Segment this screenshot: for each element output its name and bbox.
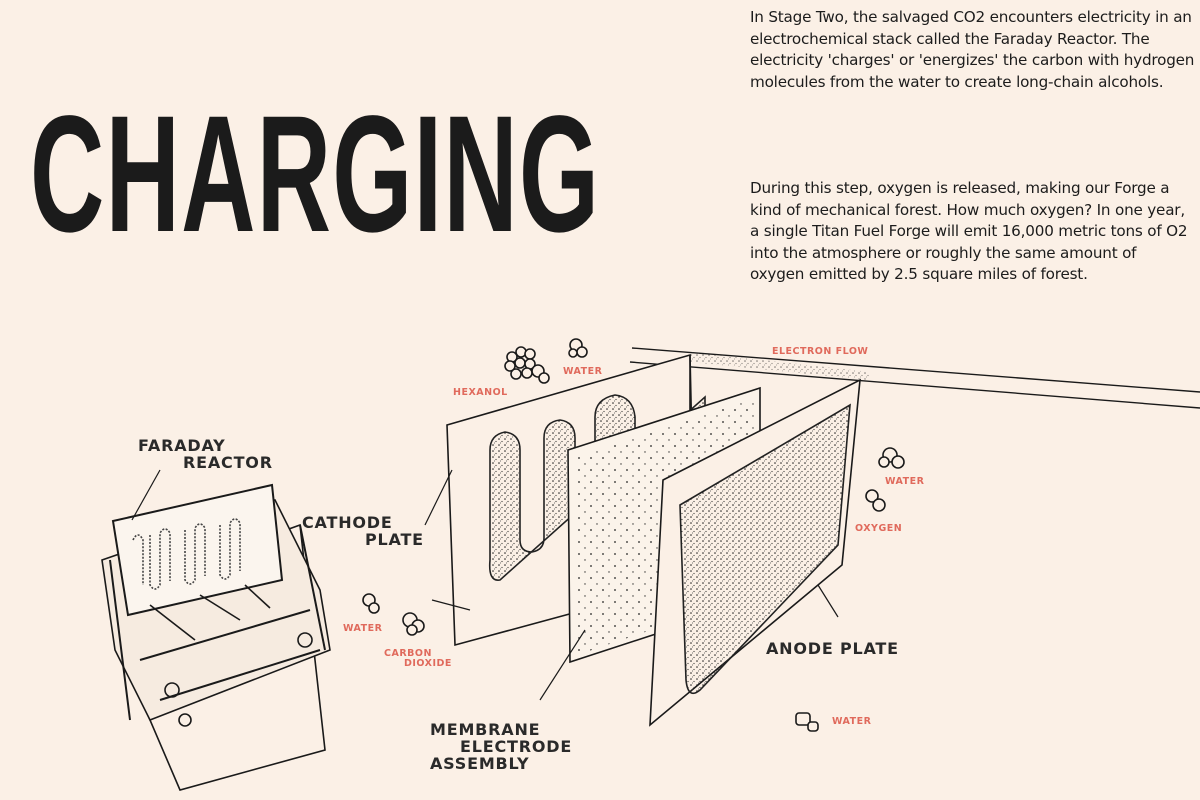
label-cathode-plate: CATHODE PLATE	[302, 513, 424, 549]
hexanol-molecule-icon	[504, 346, 550, 384]
label-anode-plate: ANODE PLATE	[766, 639, 899, 658]
anode-plate-illustration	[649, 378, 861, 727]
faraday-reactor-illustration	[101, 483, 331, 791]
label-water-right: WATER	[885, 476, 925, 487]
label-water-left: WATER	[343, 623, 383, 634]
label-carbon-dioxide: CARBON DIOXIDE	[384, 648, 452, 669]
leader-lines	[131, 469, 839, 701]
intro-paragraph: In Stage Two, the salvaged CO2 encounter…	[750, 8, 1195, 91]
electron-flow-bar	[629, 347, 1200, 409]
water-molecule-icon-right	[878, 447, 905, 469]
label-faraday-reactor: FARADAY REACTOR	[138, 436, 273, 472]
label-oxygen: OXYGEN	[855, 523, 903, 534]
water-molecule-icon-bottom	[795, 712, 819, 732]
label-hexanol: HEXANOL	[453, 387, 508, 398]
carbon-dioxide-molecule-icon	[402, 612, 425, 636]
oxygen-molecule-icon	[865, 489, 886, 512]
oxygen-paragraph: During this step, oxygen is released, ma…	[750, 179, 1188, 283]
label-water-bottom: WATER	[832, 716, 872, 727]
label-water-top: WATER	[563, 366, 603, 377]
water-molecule-icon-left	[362, 593, 380, 614]
label-electron-flow: ELECTRON FLOW	[772, 346, 869, 357]
water-molecule-icon-top	[568, 338, 588, 358]
label-membrane-electrode-assembly: MEMBRANE ELECTRODE ASSEMBLY	[430, 720, 573, 773]
page-title: CHARGING	[30, 82, 601, 267]
faraday-reactor-diagram: FARADAY REACTOR CATHODE PLATE MEMBRANE E…	[0, 330, 1200, 800]
